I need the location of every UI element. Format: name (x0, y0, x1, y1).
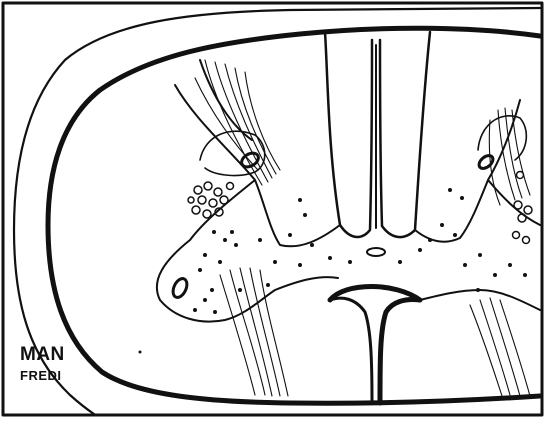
posterior-column-left (325, 32, 372, 237)
anterior-fissure-outer (330, 287, 420, 404)
grey-matter-left-outline (157, 60, 340, 322)
central-canal (367, 248, 385, 256)
signature-line-1: MAN (20, 344, 65, 366)
fibre-strands-left-ventral (220, 268, 288, 396)
fibre-strands-right-ventral (470, 298, 530, 396)
ventral-nucleus-left (170, 276, 189, 299)
ring-cluster-left (188, 182, 234, 218)
anterior-fissure-inner (330, 298, 372, 403)
outer-outline (14, 8, 540, 414)
dorsal-root-left (239, 150, 261, 169)
ring-cluster-right (513, 172, 533, 244)
posterior-column-right (380, 32, 430, 237)
signature-line-2: FREDI (20, 368, 62, 383)
neuron-dots (139, 188, 528, 354)
dorsal-root-right (477, 153, 496, 171)
inner-outline (48, 28, 540, 403)
